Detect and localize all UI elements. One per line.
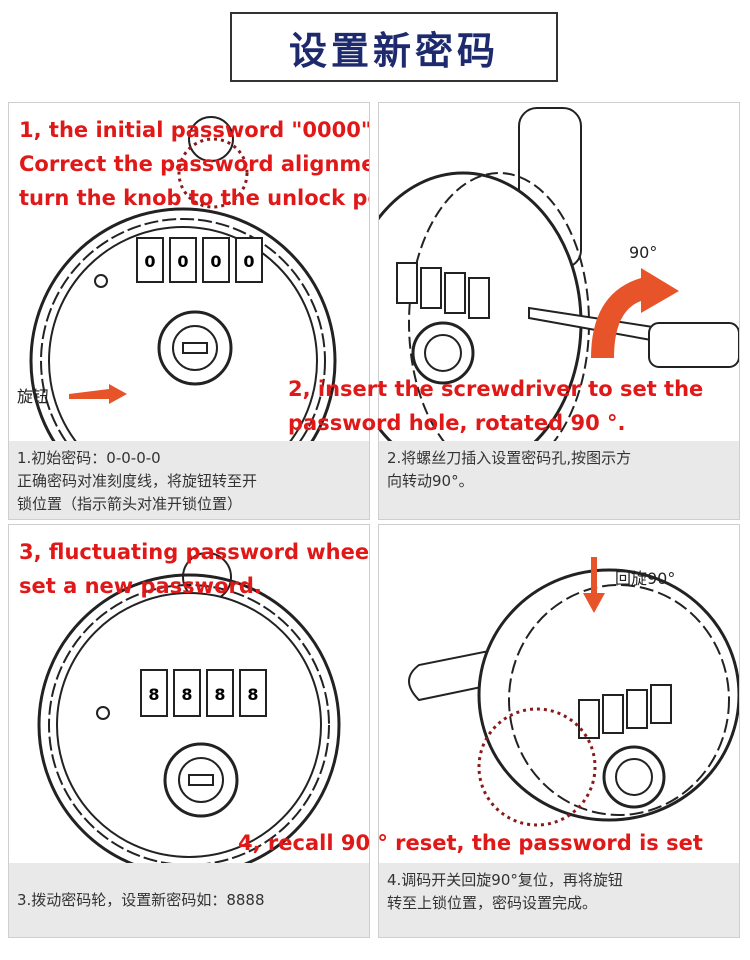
caption-line: 转至上锁位置，密码设置完成。: [387, 894, 598, 912]
digit-2[interactable]: 8: [181, 685, 192, 704]
lock-side-illustration: [379, 107, 739, 475]
step-2-panel: 90° 2.将螺丝刀插入设置密码孔,按图示方 向转动90°。: [378, 102, 740, 520]
step-3-caption: 3.拨动密码轮，设置新密码如：8888: [9, 863, 369, 937]
step-1-panel: 0 0 0 0 1, the initial password "0000" C…: [8, 102, 370, 520]
step-2-caption: 2.将螺丝刀插入设置密码孔,按图示方 向转动90°。: [379, 441, 739, 519]
step-2-overlay-line-1: 2, insert the screwdriver to set the: [288, 377, 704, 401]
step-2-overlay-line-2: password hole, rotated 90 °.: [288, 411, 626, 435]
page-title: 设置新密码: [230, 12, 558, 82]
step-1-overlay-line-1: 1, the initial password "0000": [19, 118, 370, 142]
digit-wheels: [396, 262, 490, 319]
digit-3[interactable]: 0: [210, 252, 221, 271]
step-1-overlay-line-3: turn the knob to the unlock position.: [19, 186, 369, 210]
caption-line: 2.将螺丝刀插入设置密码孔,按图示方: [387, 449, 632, 467]
digit-4[interactable]: 0: [243, 252, 254, 271]
step-3-panel: 8 8 8 8 3, fluctuating password wheel, s…: [8, 524, 370, 938]
knob-label: 旋钮: [17, 387, 50, 406]
angle-label: 回旋90°: [615, 569, 676, 588]
step-1-overlay-line-2: Correct the password alignment line,: [19, 152, 369, 176]
step-4-panel: 回旋90° 4.调码开关回旋90°复位，再将旋钮 转至上锁位置，密码设置完成。: [378, 524, 740, 938]
digit-2[interactable]: 0: [177, 252, 188, 271]
lock-front-illustration: 0 0 0 0: [29, 116, 337, 515]
digit-3[interactable]: 8: [214, 685, 225, 704]
digit-4[interactable]: 8: [247, 685, 258, 704]
step-1-caption: 1.初始密码：0-0-0-0 正确密码对准刻度线，将旋钮转至开 锁位置（指示箭头…: [9, 441, 369, 519]
caption-line: 1.初始密码：0-0-0-0: [17, 449, 161, 467]
lock-angled-illustration: [408, 557, 739, 827]
caption-line: 3.拨动密码轮，设置新密码如：8888: [17, 890, 265, 909]
highlight-circle: [477, 707, 597, 827]
angle-label: 90°: [629, 243, 658, 262]
step-3-overlay-line-1: 3, fluctuating password wheel,: [19, 540, 370, 564]
screwdriver-handle: [648, 322, 739, 368]
arrow-icon: [69, 384, 127, 404]
step-4-overlay-line-1: 4, recall 90 ° reset, the password is se…: [238, 831, 703, 855]
caption-line: 4.调码开关回旋90°复位，再将旋钮: [387, 871, 623, 889]
digit-wheels: 8 8 8 8: [140, 669, 267, 717]
caption-line: 锁位置（指示箭头对准开锁位置）: [17, 495, 243, 513]
down-arrow-icon: [583, 557, 605, 613]
digit-wheels: [578, 684, 672, 739]
step-4-caption: 4.调码开关回旋90°复位，再将旋钮 转至上锁位置，密码设置完成。: [379, 863, 739, 937]
digit-wheels: 0 0 0 0: [136, 237, 263, 283]
caption-line: 正确密码对准刻度线，将旋钮转至开: [17, 472, 258, 490]
lock-front-illustration: 8 8 8 8: [37, 552, 341, 877]
step-3-overlay-line-2: set a new password.: [19, 574, 262, 598]
digit-1[interactable]: 8: [148, 685, 159, 704]
caption-line: 向转动90°。: [387, 472, 474, 490]
rotation-arrow-icon: [591, 268, 679, 358]
digit-1[interactable]: 0: [144, 252, 155, 271]
highlight-circle: [177, 137, 249, 209]
